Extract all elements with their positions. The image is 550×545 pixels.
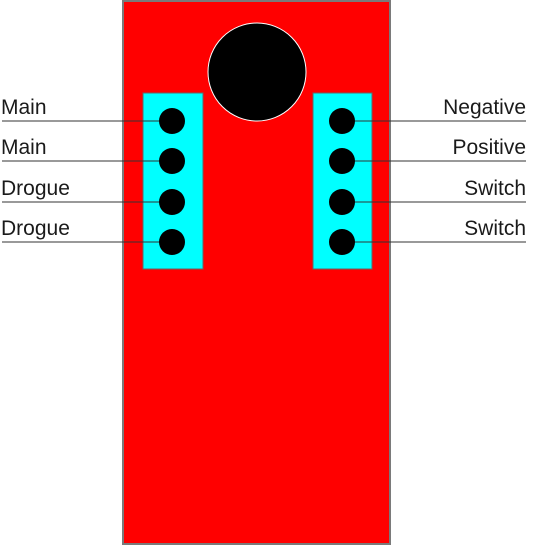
left-pin-label-4: Drogue	[1, 217, 70, 240]
right-pin-label-4: Switch	[464, 217, 526, 240]
right-header-pin-3	[329, 189, 355, 215]
mounting-hole	[207, 22, 307, 122]
left-header-pin-2	[159, 148, 185, 174]
right-header-pin-4	[329, 229, 355, 255]
right-header-pin-2	[329, 148, 355, 174]
right-pin-label-3: Switch	[464, 177, 526, 200]
left-header-pin-3	[159, 189, 185, 215]
left-pin-label-2: Main	[1, 136, 47, 159]
left-pin-label-1: Main	[1, 96, 47, 119]
left-header-pin-4	[159, 229, 185, 255]
right-header-pin-1	[329, 108, 355, 134]
left-pin-label-3: Drogue	[1, 177, 70, 200]
right-pin-label-1: Negative	[443, 96, 526, 119]
right-pin-label-2: Positive	[452, 136, 526, 159]
left-header-pin-1	[159, 108, 185, 134]
